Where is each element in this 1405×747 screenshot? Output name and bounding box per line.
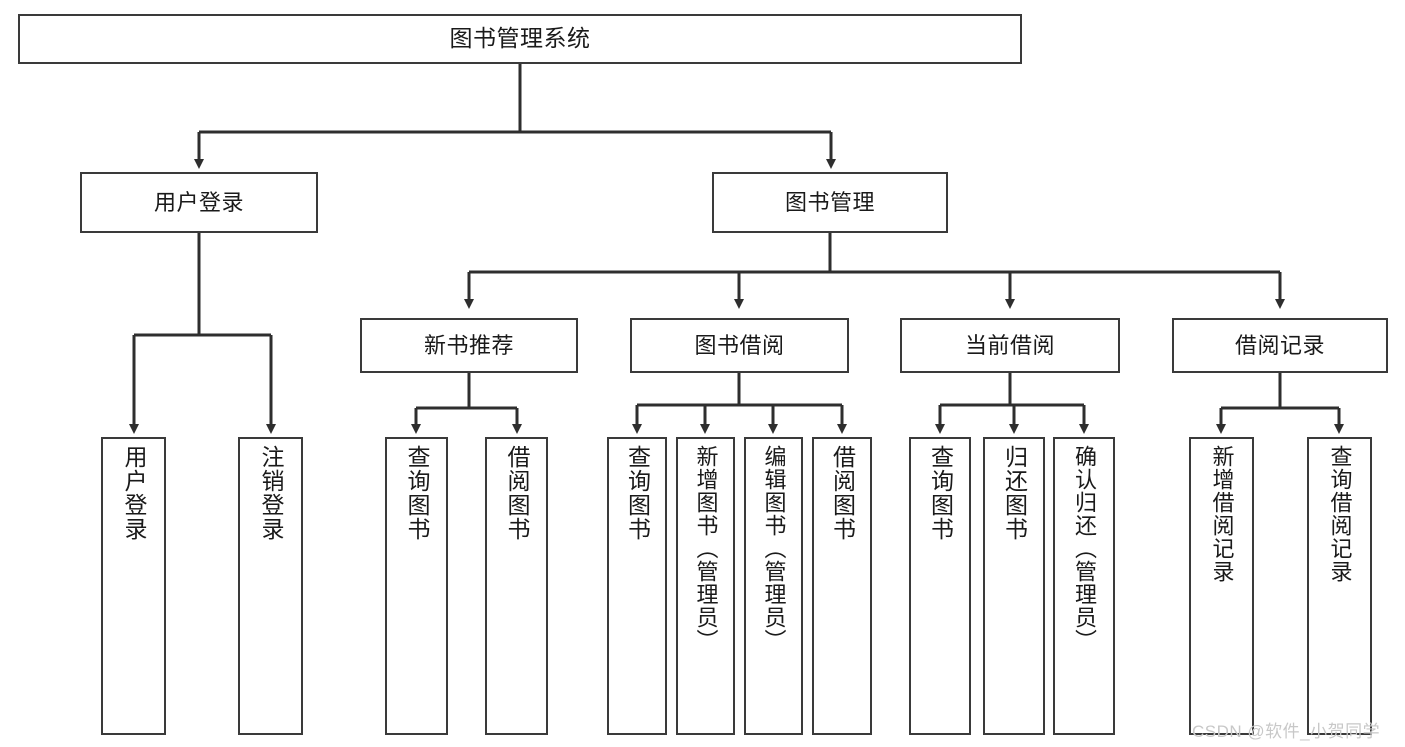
node-label: 编辑图书（管理员） bbox=[761, 445, 787, 652]
node-label: 查询图书 bbox=[624, 445, 651, 541]
node-label: 图书借阅 bbox=[694, 332, 785, 358]
node-leaf-add-borrow-record[interactable]: 新增借阅记录 bbox=[1189, 437, 1254, 735]
node-leaf-user-logout[interactable]: 注销登录 bbox=[238, 437, 303, 735]
node-leaf-borrow-book-borrow[interactable]: 借阅图书 bbox=[812, 437, 872, 735]
node-book-borrow[interactable]: 图书借阅 bbox=[630, 318, 849, 373]
node-label: 归还图书 bbox=[1001, 445, 1028, 541]
node-root-system[interactable]: 图书管理系统 bbox=[18, 14, 1022, 64]
node-leaf-return-book[interactable]: 归还图书 bbox=[983, 437, 1045, 735]
node-leaf-user-login[interactable]: 用户登录 bbox=[101, 437, 166, 735]
node-new-book-recommend[interactable]: 新书推荐 bbox=[360, 318, 578, 373]
node-label: 新增图书（管理员） bbox=[693, 445, 719, 652]
node-label: 注销登录 bbox=[258, 445, 284, 541]
node-current-borrow[interactable]: 当前借阅 bbox=[900, 318, 1120, 373]
node-leaf-query-book-recommend[interactable]: 查询图书 bbox=[385, 437, 448, 735]
node-label: 确认归还（管理员） bbox=[1072, 445, 1097, 652]
node-book-manage[interactable]: 图书管理 bbox=[712, 172, 948, 233]
node-label: 借阅记录 bbox=[1234, 332, 1325, 358]
node-label: 新书推荐 bbox=[423, 332, 514, 358]
node-label: 查询图书 bbox=[927, 445, 954, 541]
node-borrow-record[interactable]: 借阅记录 bbox=[1172, 318, 1388, 373]
node-leaf-edit-book-admin[interactable]: 编辑图书（管理员） bbox=[744, 437, 803, 735]
node-label: 查询借阅记录 bbox=[1327, 445, 1353, 583]
node-label: 图书管理 bbox=[784, 189, 875, 215]
node-user-login[interactable]: 用户登录 bbox=[80, 172, 318, 233]
node-label: 当前借阅 bbox=[964, 332, 1055, 358]
node-leaf-query-borrow-record[interactable]: 查询借阅记录 bbox=[1307, 437, 1372, 735]
node-leaf-add-book-admin[interactable]: 新增图书（管理员） bbox=[676, 437, 735, 735]
node-label: 新增借阅记录 bbox=[1209, 445, 1235, 583]
node-label: 借阅图书 bbox=[829, 445, 856, 541]
node-label: 查询图书 bbox=[404, 445, 430, 541]
node-leaf-query-book-current[interactable]: 查询图书 bbox=[909, 437, 971, 735]
node-label: 借阅图书 bbox=[504, 445, 530, 541]
node-leaf-query-book-borrow[interactable]: 查询图书 bbox=[607, 437, 667, 735]
node-label: 图书管理系统 bbox=[449, 25, 591, 52]
node-leaf-confirm-return-admin[interactable]: 确认归还（管理员） bbox=[1053, 437, 1115, 735]
csdn-watermark: CSDN @软件_小贺同学 bbox=[1192, 722, 1381, 741]
node-label: 用户登录 bbox=[121, 445, 147, 541]
node-label: 用户登录 bbox=[153, 189, 244, 215]
node-leaf-borrow-book-recommend[interactable]: 借阅图书 bbox=[485, 437, 548, 735]
